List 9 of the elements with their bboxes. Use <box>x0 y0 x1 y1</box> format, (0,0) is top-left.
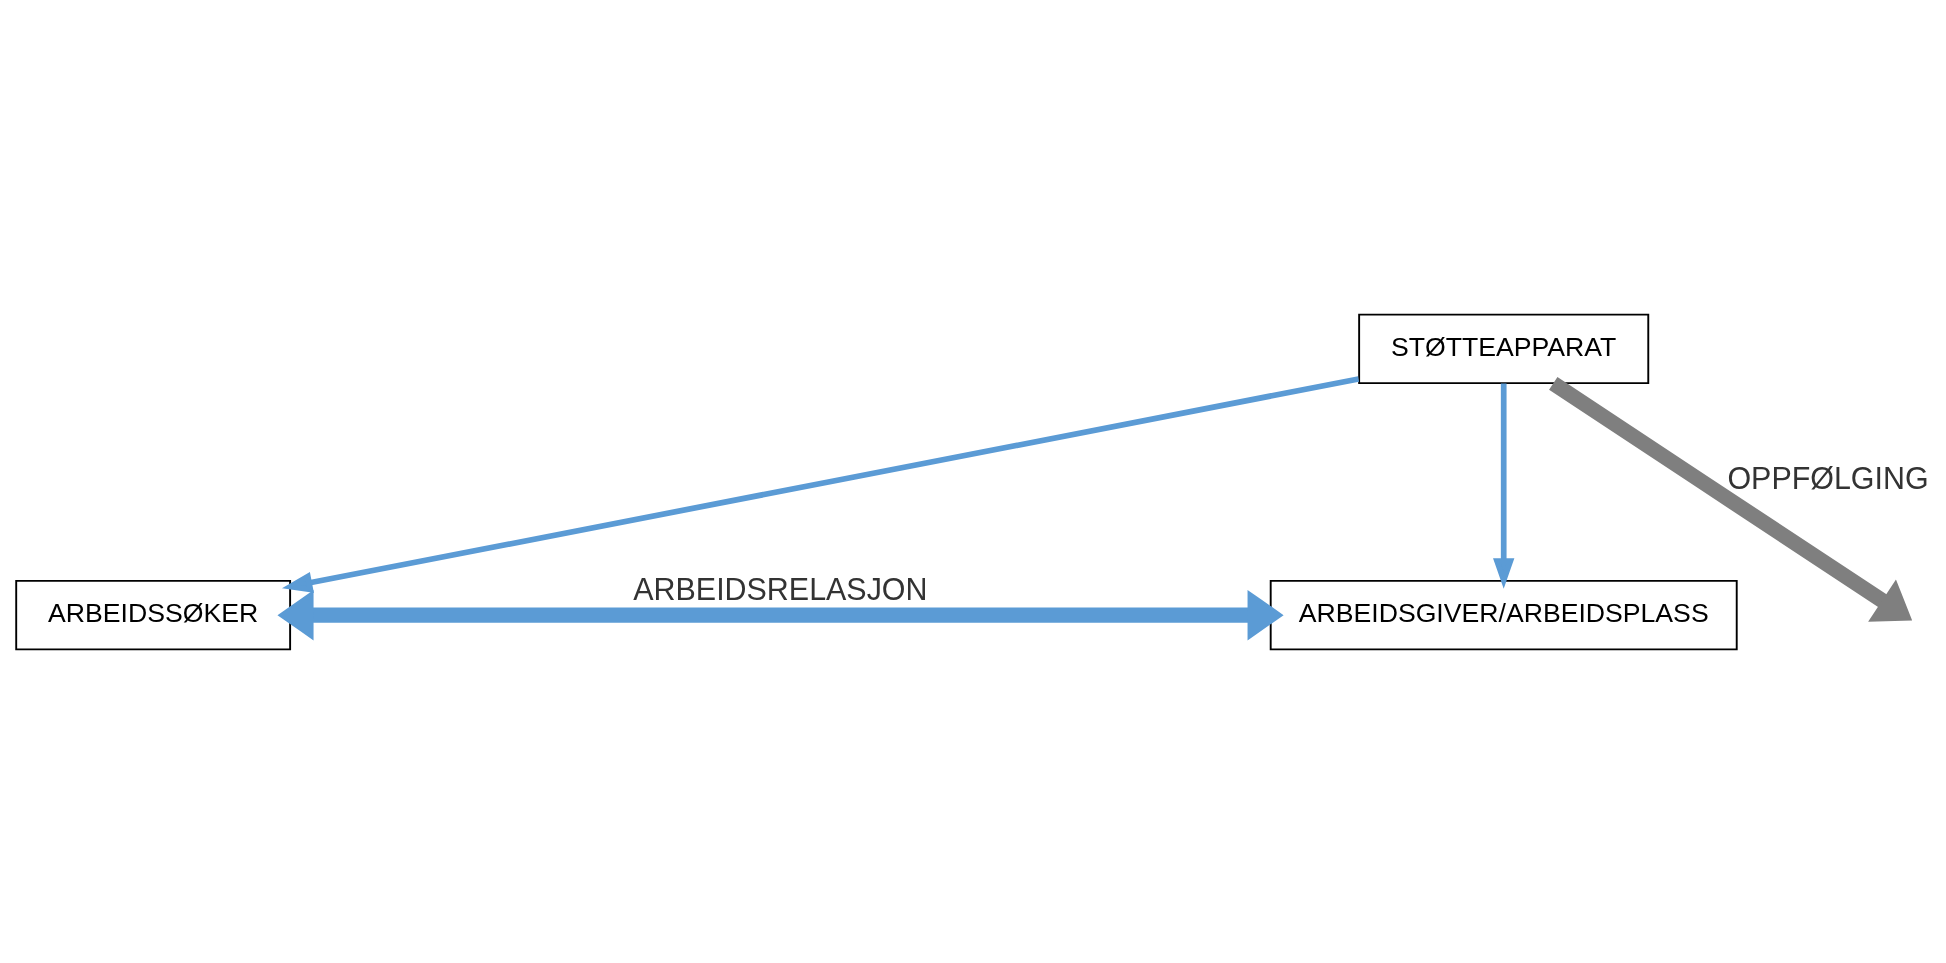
arrow <box>281 375 1360 593</box>
edge-label: OPPFØLGING <box>1727 460 1929 495</box>
node-box: ARBEIDSSØKER <box>15 579 292 650</box>
edge-label: ARBEIDSRELASJON <box>633 571 928 606</box>
arrow <box>277 589 1284 640</box>
node-box: ARBEIDSGIVER/ARBEIDSPLASS <box>1269 579 1738 650</box>
arrow <box>1493 382 1515 589</box>
arrow <box>1549 376 1913 622</box>
node-box: STØTTEAPPARAT <box>1358 313 1650 384</box>
